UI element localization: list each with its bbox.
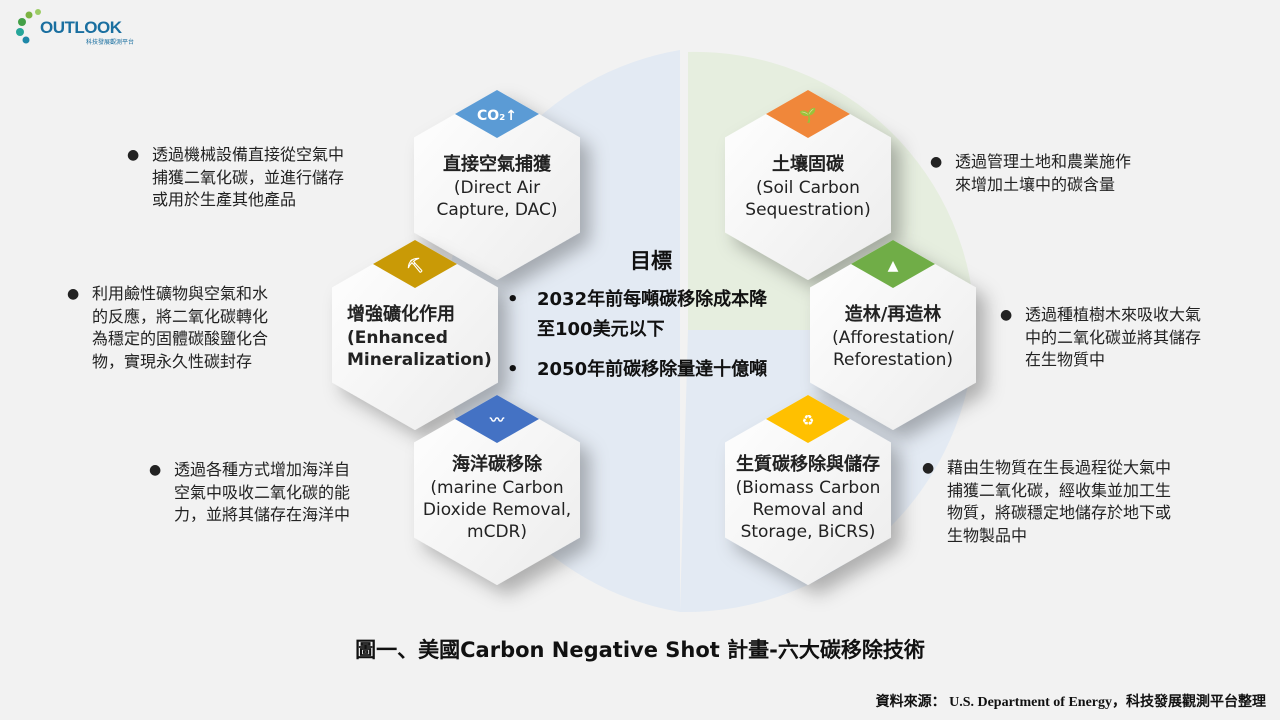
hexagon-2 [332,240,498,430]
technology-english-name: Reforestation) [832,350,954,370]
hexagon-cap [851,240,935,288]
bullet-icon: ● [149,462,162,478]
technology-english-name: (Soil Carbon [756,178,860,198]
recycle-icon: ♻ [802,413,815,429]
figure-caption: 圖一、美國Carbon Negative Shot 計畫-六大碳移除技術 [355,638,925,662]
technology-description: ●藉由生物質在生長過程從大氣中捕獲二氧化碳，經收集並加工生物質，將碳穩定地儲存於… [922,458,1172,545]
technology-english-name: (Biomass Carbon [735,478,881,498]
technology-title: 海洋碳移除 [452,454,542,475]
bullet-icon: ● [930,154,943,170]
technology-description: ●透過種植樹木來吸收大氣中的二氧化碳並將其儲存在生物質中 [1000,305,1202,369]
hexagon-cap [766,90,850,138]
technology-title: 增強礦化作用 [347,304,455,325]
outlook-logo: OUTLOOK 科技發展觀測平台 [14,6,134,46]
technology-english-name: Sequestration) [745,200,871,220]
logo-subtitle: 科技發展觀測平台 [86,39,135,46]
technology-english-name: (Direct Air [453,178,541,198]
technology-english-name: Dioxide Removal, [422,500,572,520]
technology-english-name: (Enhanced [347,328,448,348]
technology-english-name: Removal and [752,500,864,520]
hexagon-cap [455,90,539,138]
bullet-icon: ● [1000,307,1013,323]
hexagon-cap [373,240,457,288]
technology-description: ●透過機械設備直接從空氣中捕獲二氧化碳，並進行儲存或用於生產其他產品 [127,145,345,209]
technology-title: 造林/再造林 [844,304,942,325]
hexagon-0 [414,90,580,280]
technology-english-name: Capture, DAC) [436,200,558,220]
bullet-icon: ● [922,460,935,476]
technology-title: 生質碳移除與儲存 [736,454,880,475]
technology-title: 直接空氣捕獲 [443,154,551,175]
goal-title: 目標 [630,249,672,273]
bullet-icon: ● [67,286,80,302]
co2-up-icon: CO₂↑ [477,108,517,124]
technology-english-name: Storage, BiCRS) [740,522,876,542]
tree-icon: ▲ [888,258,899,274]
hexagon-4 [414,395,580,585]
shovel-icon: ⛏ [406,257,424,274]
technology-description: ●透過管理土地和農業施作來增加土壤中的碳含量 [930,152,1132,194]
technology-english-name: (Afforestation/ [832,328,954,348]
hexagon-cap [766,395,850,443]
technology-english-name: (marine Carbon [430,478,564,498]
goal-item: • 2050年前碳移除量達十億噸 [507,359,768,380]
technology-english-name: mCDR) [467,522,527,542]
technology-english-name: Mineralization) [347,350,492,370]
technology-title: 土壤固碳 [772,154,844,175]
sprout-soil-icon: 🌱 [799,107,816,124]
source-note: 資料來源： U.S. Department of Energy，科技發展觀測平台… [875,695,1266,710]
bullet-icon: ● [127,147,140,163]
technology-label: 造林/再造林 (Afforestation/Reforestation) [808,303,978,371]
hexagon-5 [725,395,891,585]
technology-description: ●透過各種方式增加海洋自空氣中吸收二氧化碳的能力，並將其儲存在海洋中 [149,460,351,524]
goal-item: • 2032年前每噸碳移除成本降 至100美元以下 [507,289,768,340]
technology-description: ●利用鹼性礦物與空氣和水的反應，將二氧化碳轉化為穩定的固體碳酸鹽化合物，實現永久… [67,284,269,371]
logo-text: OUTLOOK [40,18,122,37]
hexagon-1 [725,90,891,280]
hexagon-cap [455,395,539,443]
hexagon-3 [810,240,976,430]
wave-icon: 〰 [489,413,505,429]
logo-dots-icon [16,9,41,44]
